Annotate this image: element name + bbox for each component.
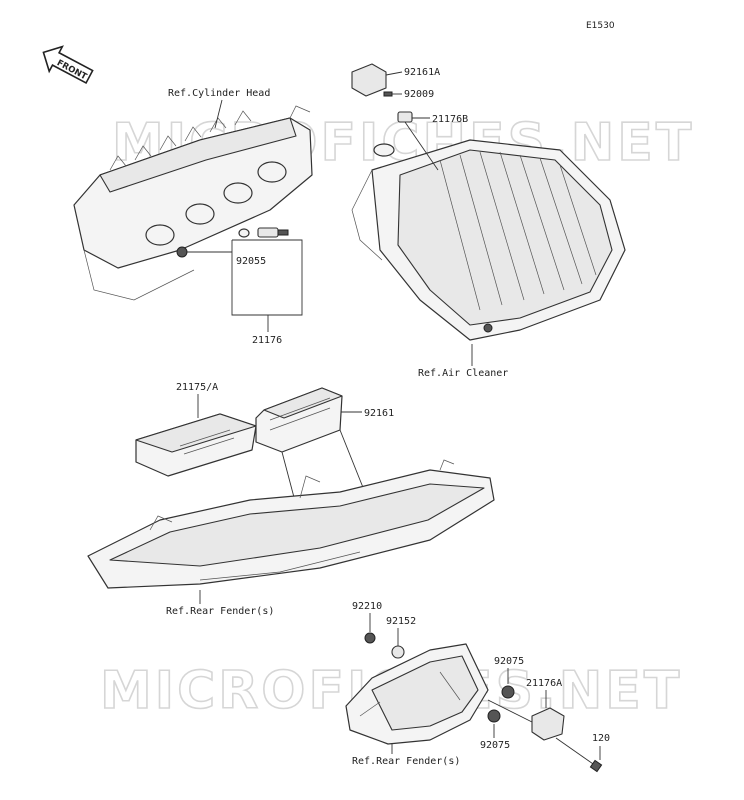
air-cleaner-illustration: [351, 139, 626, 341]
ref-rear-fender-label-2: Ref.Rear Fender(s): [352, 756, 460, 767]
front-arrow-icon: FRONT: [42, 45, 94, 85]
part-21176b-label: 21176B: [432, 114, 468, 125]
part-92152-label: 92152: [386, 616, 416, 627]
part-92161-label: 92161: [364, 408, 394, 419]
ecu-21175-illustration: [135, 413, 257, 477]
bracket-92161-illustration: [255, 387, 371, 521]
part-92055-label: 92055: [236, 256, 266, 267]
cylinder-head-illustration: [73, 105, 313, 301]
part-92075-top-label: 92075: [494, 656, 524, 667]
part-92009-label: 92009: [404, 89, 434, 100]
sensor-21176b-group: [351, 63, 439, 171]
part-21176a-label: 21176A: [526, 678, 562, 689]
part-21176-label: 21176: [252, 335, 282, 346]
sensor-21176-group: [186, 227, 303, 316]
ref-rear-fender-label-1: Ref.Rear Fender(s): [166, 606, 274, 617]
bolt-92210-icon: [364, 632, 376, 644]
grommet-92075-bottom-icon: [487, 709, 501, 723]
rear-fender-lower-illustration: [345, 643, 489, 745]
part-21175a-label: 21175/A: [176, 382, 218, 393]
part-92210-label: 92210: [352, 601, 382, 612]
bolt-120-icon: [555, 737, 603, 773]
diagram-code: E1530: [586, 21, 615, 31]
sensor-21176a-illustration: [487, 699, 565, 741]
rear-fender-upper-illustration: [87, 459, 495, 589]
ref-cylinder-head-label: Ref.Cylinder Head: [168, 88, 270, 99]
part-92161a-label: 92161A: [404, 67, 440, 78]
part-120-label: 120: [592, 733, 610, 744]
ref-air-cleaner-label: Ref.Air Cleaner: [418, 368, 508, 379]
grommet-92075-top-icon: [501, 685, 515, 699]
part-92075-bottom-label: 92075: [480, 740, 510, 751]
collar-92152-icon: [391, 645, 405, 659]
